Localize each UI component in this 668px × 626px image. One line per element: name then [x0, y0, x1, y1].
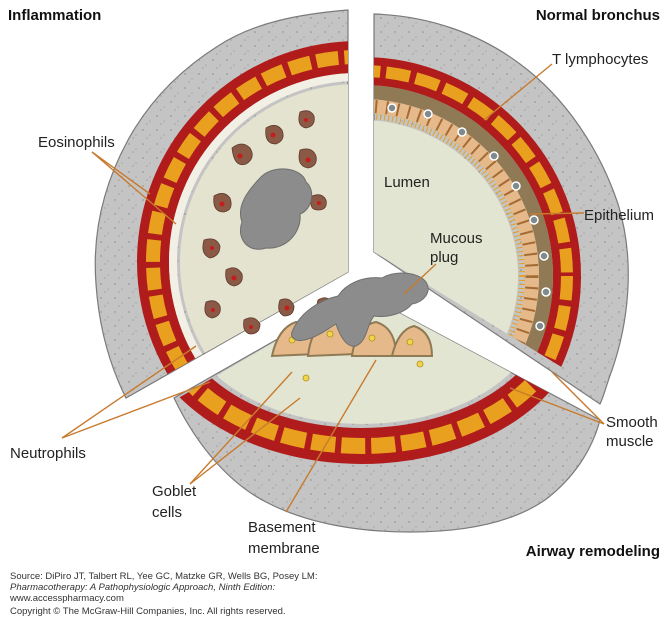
label-neutrophils: Neutrophils [10, 445, 86, 462]
label-cells: cells [152, 504, 182, 521]
title-normal-bronchus: Normal bronchus [536, 7, 660, 24]
label-basement: Basement [248, 519, 316, 536]
label-lumen: Lumen [384, 174, 430, 191]
source-line-1: Source: DiPiro JT, Talbert RL, Yee GC, M… [10, 571, 317, 582]
label-muscle: muscle [606, 433, 654, 450]
source-line-3: www.accesspharmacy.com [10, 593, 124, 604]
label-plug: plug [430, 249, 458, 266]
title-airway-remodeling: Airway remodeling [526, 543, 660, 560]
label-membrane: membrane [248, 540, 320, 557]
copyright-line: Copyright © The McGraw-Hill Companies, I… [10, 606, 286, 617]
label-smooth: Smooth [606, 414, 658, 431]
label-mucous: Mucous [430, 230, 483, 247]
source-line-2: Pharmacotherapy: A Pathophysiologic Appr… [10, 582, 275, 593]
label-t-lymphocytes: T lymphocytes [552, 51, 648, 68]
label-goblet: Goblet [152, 483, 197, 500]
title-inflammation: Inflammation [8, 7, 101, 24]
label-epithelium: Epithelium [584, 207, 654, 224]
label-eosinophils: Eosinophils [38, 134, 115, 151]
